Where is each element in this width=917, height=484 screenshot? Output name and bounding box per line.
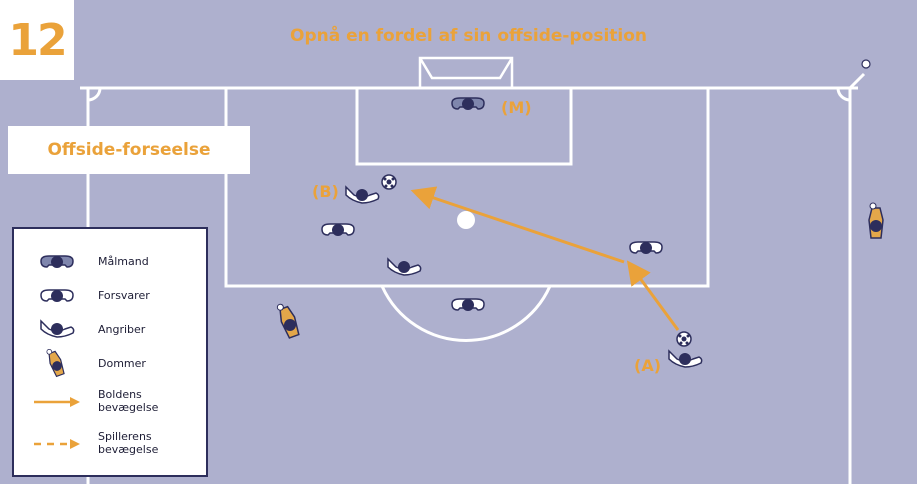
ball-icon <box>381 174 397 190</box>
defender-icon <box>40 289 74 303</box>
legend-label: Angriber <box>98 323 146 336</box>
legend-item-player-movement: Spillerens bevægelse <box>14 429 206 459</box>
legend-item-defender: Forsvarer <box>14 281 206 311</box>
legend-item-goalkeeper: Målmand <box>14 247 206 277</box>
legend-label: Målmand <box>98 255 149 268</box>
legend-label: Dommer <box>98 357 146 370</box>
scenario-number: 12 <box>0 0 74 80</box>
goal-frame <box>418 56 514 88</box>
attacker-a-label: (A) <box>634 356 662 375</box>
defender-icon <box>629 241 663 255</box>
penalty-area <box>224 86 710 288</box>
penalty-spot <box>457 211 475 229</box>
corner-flag-right <box>848 72 866 90</box>
defender-icon <box>451 298 485 312</box>
assistant-referee-icon <box>868 202 884 239</box>
legend-item-referee: Dommer <box>14 346 206 379</box>
attacker-icon <box>387 258 422 276</box>
ball-movement-arrow <box>410 186 625 264</box>
legend: Målmand Forsvarer Angriber Dommer Bolden… <box>12 227 208 477</box>
penalty-arc <box>380 285 552 342</box>
referee-icon <box>274 300 302 340</box>
legend-item-ball-movement: Boldens bevægelse <box>14 387 206 417</box>
dashed-arrow-icon <box>34 439 80 449</box>
attacker-icon <box>40 320 75 338</box>
attacker-a-movement-arrow <box>626 260 680 331</box>
referee-icon <box>44 346 67 378</box>
goalkeeper-icon <box>451 97 485 111</box>
legend-label: Forsvarer <box>98 289 150 302</box>
ball-icon <box>676 331 692 347</box>
goalkeeper-label: (M) <box>501 98 532 117</box>
whistle-icon <box>861 59 871 69</box>
attacker-b-icon <box>345 186 380 204</box>
defender-icon <box>321 223 355 237</box>
goalkeeper-icon <box>40 255 74 269</box>
legend-item-attacker: Angriber <box>14 315 206 345</box>
attacker-a-icon <box>668 350 703 368</box>
legend-label: Spillerens bevægelse <box>98 430 159 456</box>
corner-arc-right <box>836 87 851 102</box>
solid-arrow-icon <box>34 397 80 407</box>
corner-arc-left <box>87 87 102 102</box>
offense-label: Offside-forseelse <box>8 126 250 174</box>
attacker-b-label: (B) <box>312 182 339 201</box>
goal-area <box>355 86 573 166</box>
page-title: Opnå en fordel af sin offside-position <box>290 26 647 46</box>
legend-label: Boldens bevægelse <box>98 388 159 414</box>
